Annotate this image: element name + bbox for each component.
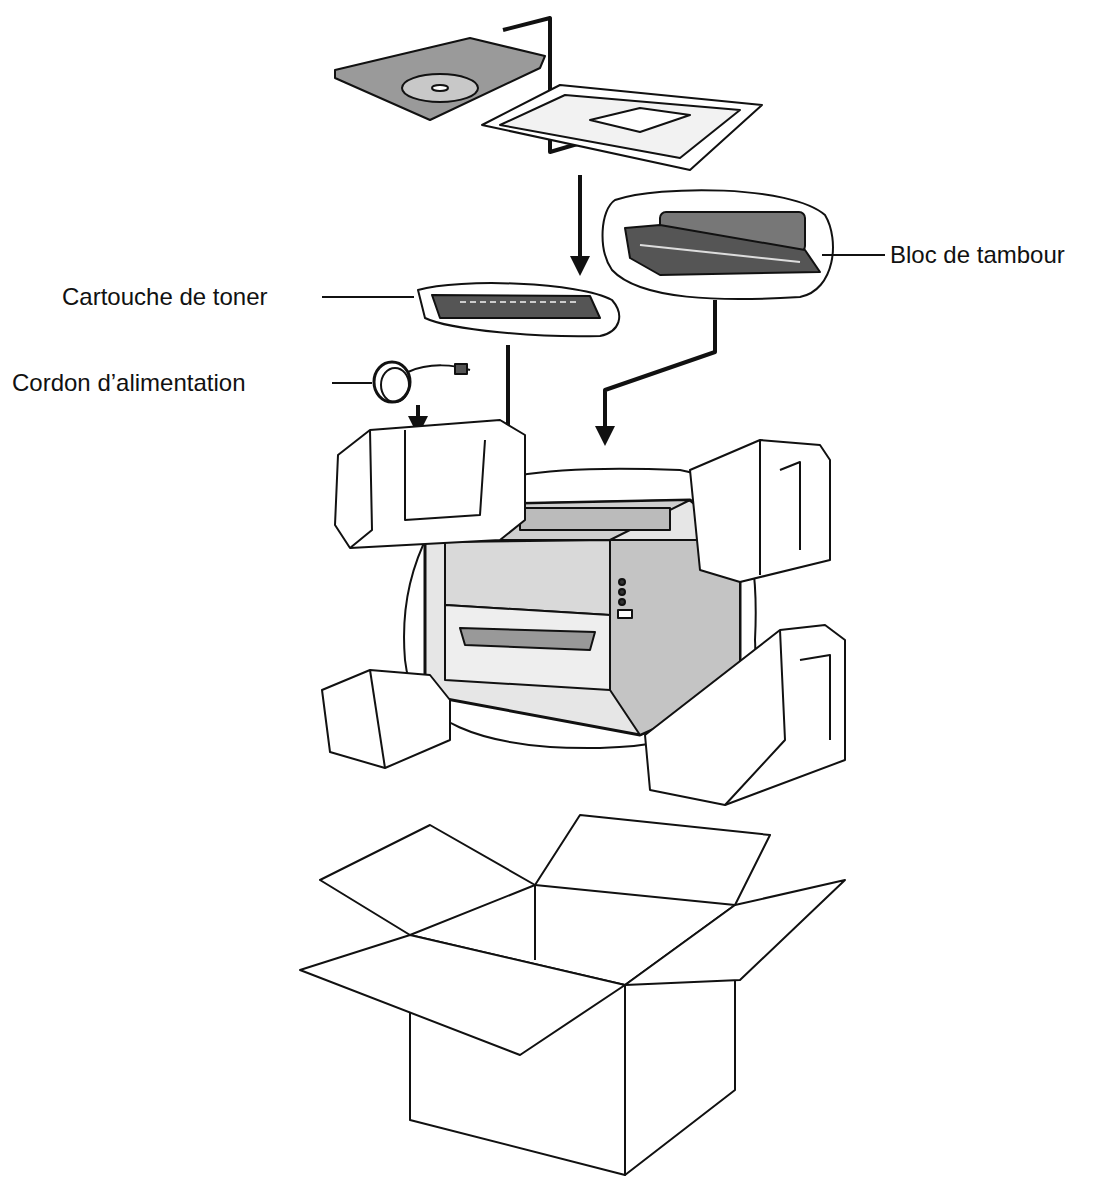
part-label: Bloc de tambour (890, 241, 1065, 269)
leader-line (332, 382, 372, 384)
flow-arrow (578, 175, 582, 272)
accessory-tray (482, 85, 762, 170)
cardboard-box (300, 815, 845, 1175)
power-cord (374, 362, 470, 402)
flow-arrow (605, 300, 715, 442)
foam-packing (322, 420, 845, 805)
toner-cartridge (418, 283, 619, 336)
cd-sleeve (335, 38, 545, 120)
leader-line (322, 296, 414, 298)
part-label: Cartouche de toner (62, 283, 267, 311)
leader-line (822, 254, 885, 256)
part-label: Cordon d’alimentation (12, 369, 245, 397)
drum-unit (603, 190, 833, 299)
